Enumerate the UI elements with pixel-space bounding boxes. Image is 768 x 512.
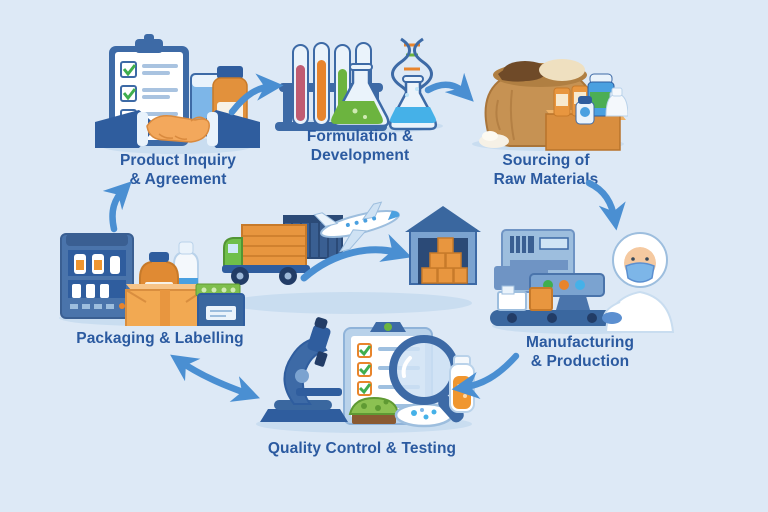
sample-icon [348,396,400,424]
packaging-machine-boxes-icon [56,226,246,326]
stage-label-packaging: Packaging & Labelling [76,330,244,347]
stage-label-formulation: Formulation & Development [306,128,414,164]
vial-icon [449,355,475,413]
logistics-arrow [300,234,412,282]
handshake-clipboard-bottles-icon [95,30,260,155]
worker-icon [602,232,675,333]
microscope-icon [260,317,348,422]
stage-label-quality-control: Quality Control & Testing [267,440,457,457]
test-tubes-flasks-dna-icon [273,33,448,133]
raw-materials-sack-box-icon [468,40,628,152]
warehouse-icon [405,206,481,285]
logistics-truck-plane-warehouse-icon [222,192,484,317]
machine-cleanroom-worker-icon [490,222,675,334]
microscope-checklist-magnifier-icon [252,312,477,434]
arrow-packaging-to-inquiry [102,181,132,233]
stage-label-manufacturing: Manufacturing & Production [525,334,635,370]
airplane-icon [313,201,400,253]
petri-dish-icon [394,402,454,428]
stage-label-product-inquiry: Product Inquiry & Agreement [119,152,237,188]
truck-icon [222,224,310,285]
arrow-quality-to-packaging [170,354,260,402]
stage-label-sourcing: Sourcing of Raw Materials [493,152,599,188]
